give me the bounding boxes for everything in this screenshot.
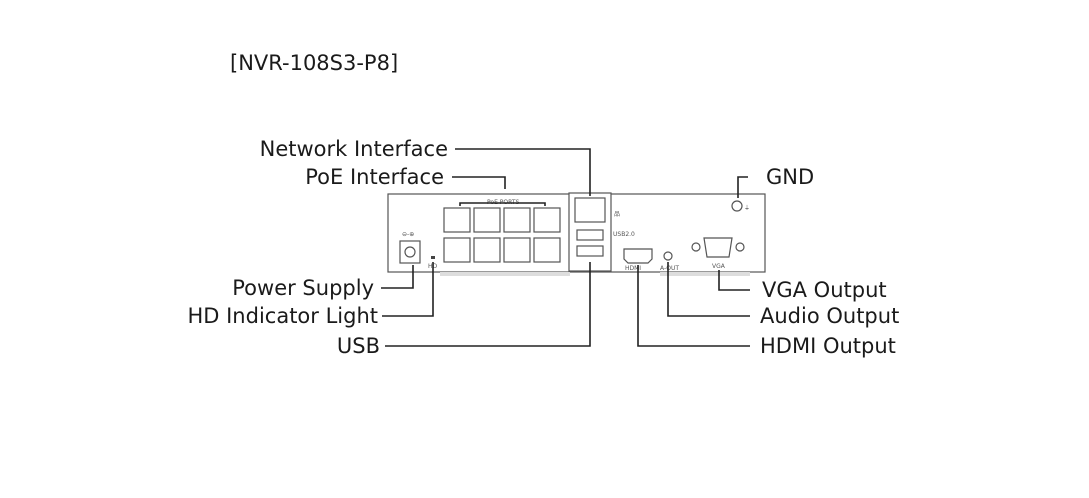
- hd-indicator-light: [431, 256, 435, 259]
- usb-leader: [385, 262, 591, 347]
- poe-port: [503, 207, 531, 233]
- audio-leader: [667, 262, 750, 317]
- poe-port: [443, 237, 471, 263]
- poe-port: [533, 237, 561, 263]
- usb2-mark: USB2.0: [613, 231, 635, 238]
- power-jack: ⊖-⊕: [399, 231, 421, 264]
- aout-mark: A-OUT: [660, 265, 679, 272]
- vga-leader: [718, 270, 750, 291]
- network-interface-label: Network Interface: [260, 137, 448, 161]
- network-leader: [455, 148, 591, 196]
- gnd-screw: [731, 200, 743, 212]
- hdmi-output-label: HDMI Output: [760, 334, 896, 358]
- hd-indicator-label: HD Indicator Light: [187, 304, 378, 328]
- hdmi-mark: HDMI: [625, 265, 641, 272]
- network-port: [574, 197, 606, 223]
- poe-port: [473, 207, 501, 233]
- hdmi-leader: [637, 265, 750, 347]
- vga-port: [691, 237, 745, 258]
- usb-port-1: [576, 229, 604, 241]
- power-leader: [381, 265, 414, 289]
- svg-text:⊖-⊕: ⊖-⊕: [402, 231, 414, 238]
- usb-port-2: [576, 245, 604, 257]
- model-title: [NVR-108S3-P8]: [230, 51, 398, 75]
- poe-port: [443, 207, 471, 233]
- ground-icon: ⏚: [744, 205, 750, 212]
- gnd-label: GND: [766, 165, 814, 189]
- audio-port: [663, 251, 673, 261]
- poe-port: [473, 237, 501, 263]
- audio-output-label: Audio Output: [760, 304, 899, 328]
- vga-mark: VGA: [712, 263, 726, 270]
- usb-label: USB: [337, 334, 380, 358]
- poe-interface-label: PoE Interface: [305, 165, 444, 189]
- poe-port: [503, 237, 531, 263]
- gnd-leader: [737, 176, 748, 198]
- poe-port: [533, 207, 561, 233]
- vga-output-label: VGA Output: [762, 278, 887, 302]
- network-icon: 品: [614, 211, 620, 218]
- poe-leader: [452, 176, 506, 189]
- hdmi-port: [623, 248, 653, 264]
- power-supply-label: Power Supply: [232, 276, 374, 300]
- device-rear-panel: ⊖-⊕ HD PoE PORTS 品 USB2.0 HDMI A-OUT VGA…: [387, 192, 766, 276]
- hd-leader: [382, 262, 434, 317]
- poe-ports: [443, 207, 561, 263]
